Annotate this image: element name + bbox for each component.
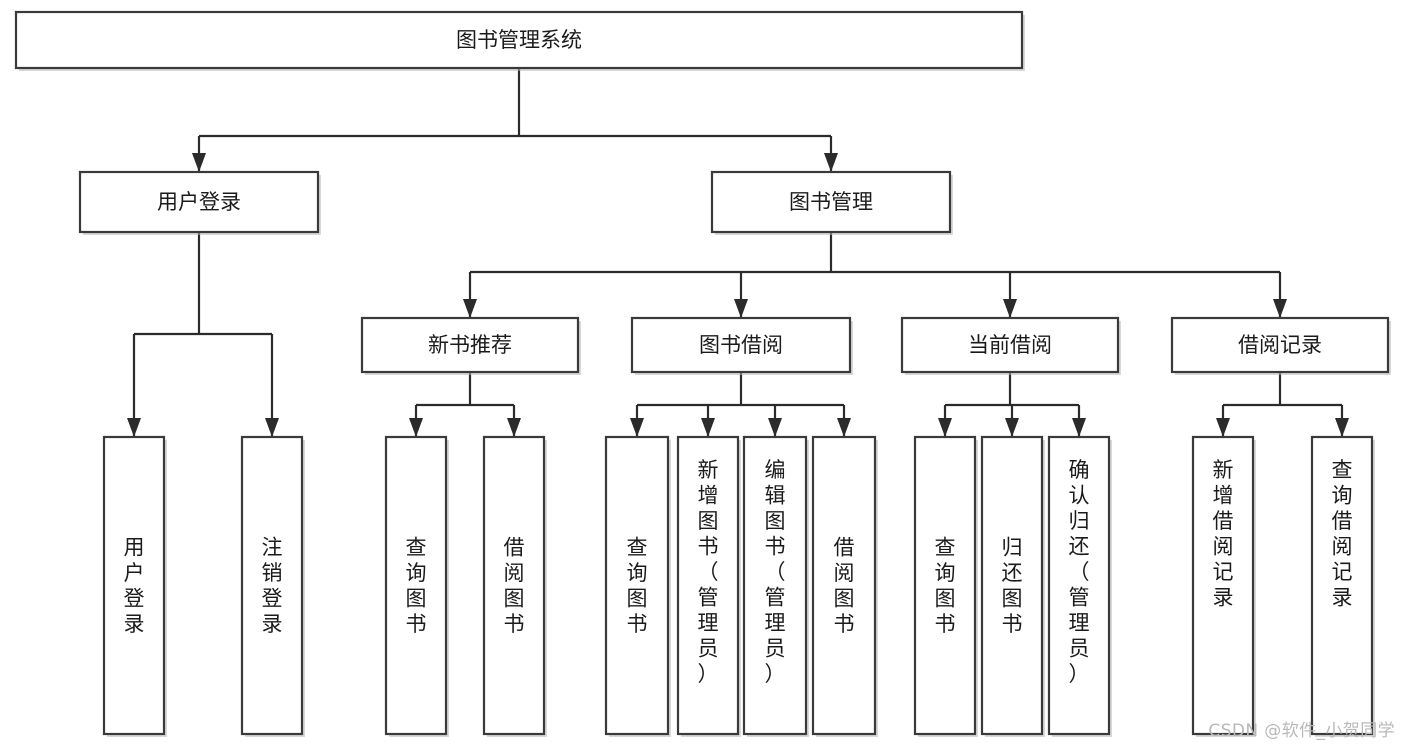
node-leaf-borrow-book-2[interactable]: 借阅图书	[811, 435, 878, 737]
connector-borrow-to-leaves	[630, 372, 851, 437]
node-label: 当前借阅	[968, 333, 1052, 357]
node-box[interactable]	[482, 435, 546, 736]
node-box[interactable]	[980, 435, 1044, 736]
node-leaf-add-book-admin[interactable]: 新增图书（管理员）	[676, 435, 741, 737]
node-label: 借阅图书	[504, 535, 525, 636]
node-box[interactable]	[1310, 435, 1374, 736]
node-leaf-user-login[interactable]: 用户登录	[102, 435, 167, 737]
node-leaf-borrow-book-1[interactable]: 借阅图书	[482, 435, 547, 737]
node-label: 查询图书	[406, 535, 427, 636]
node-leaf-query-borrow-record[interactable]: 查询借阅记录	[1310, 435, 1375, 737]
node-current-borrow[interactable]: 当前借阅	[900, 316, 1121, 375]
nodes-layer: 图书管理系统用户登录图书管理新书推荐图书借阅当前借阅借阅记录用户登录注销登录查询…	[14, 10, 1391, 737]
connector-recommend-to-leaves	[409, 372, 521, 437]
node-box[interactable]	[78, 170, 320, 234]
node-label: 图书借阅	[699, 333, 783, 357]
node-box[interactable]	[676, 435, 740, 736]
node-box[interactable]	[1170, 316, 1390, 374]
node-label: 借阅图书	[834, 535, 855, 636]
node-box[interactable]	[811, 435, 877, 736]
node-leaf-query-book-2[interactable]: 查询图书	[604, 435, 671, 737]
node-label: 归还图书	[1002, 535, 1023, 636]
node-box[interactable]	[900, 316, 1120, 374]
node-box[interactable]	[1191, 435, 1255, 736]
node-box[interactable]	[102, 435, 166, 736]
node-leaf-edit-book-admin[interactable]: 编辑图书（管理员）	[742, 435, 809, 737]
node-label: 注销登录	[262, 535, 283, 636]
node-box[interactable]	[384, 435, 448, 736]
node-label: 图书管理	[789, 190, 873, 214]
node-label: 借阅记录	[1238, 333, 1322, 357]
node-label: 图书管理系统	[456, 28, 582, 52]
node-leaf-query-book-1[interactable]: 查询图书	[384, 435, 449, 737]
edges-layer	[127, 68, 1349, 437]
node-leaf-confirm-return-admin[interactable]: 确认归还（管理员）	[1047, 435, 1112, 737]
node-label: 新增图书（管理员）	[698, 458, 719, 686]
node-box[interactable]	[710, 170, 952, 234]
node-label: 编辑图书（管理员）	[765, 458, 786, 686]
node-label: 用户登录	[157, 190, 241, 214]
node-leaf-query-book-3[interactable]: 查询图书	[913, 435, 978, 737]
node-label: 确认归还（管理员）	[1069, 458, 1090, 686]
node-label: 查询图书	[935, 535, 956, 636]
node-box[interactable]	[604, 435, 670, 736]
connector-bookmanage-to-level3	[463, 232, 1287, 318]
node-label: 查询借阅记录	[1332, 458, 1353, 610]
node-leaf-return-book[interactable]: 归还图书	[980, 435, 1045, 737]
node-book-borrow[interactable]: 图书借阅	[630, 316, 853, 375]
node-label: 新增借阅记录	[1213, 458, 1234, 610]
node-book-manage[interactable]: 图书管理	[710, 170, 953, 235]
connector-userlogin-to-leaves	[127, 232, 279, 437]
node-box[interactable]	[14, 10, 1024, 70]
node-leaf-add-borrow-record[interactable]: 新增借阅记录	[1191, 435, 1256, 737]
node-label: 查询图书	[627, 535, 648, 636]
node-root[interactable]: 图书管理系统	[14, 10, 1025, 71]
connector-record-to-leaves	[1216, 372, 1349, 437]
node-leaf-logout-login[interactable]: 注销登录	[240, 435, 305, 737]
node-label: 新书推荐	[428, 333, 512, 357]
connector-root-to-level2	[192, 68, 838, 172]
node-box[interactable]	[1047, 435, 1111, 736]
node-label: 用户登录	[124, 535, 145, 636]
watermark-text: CSDN @软件_小贺同学	[1208, 721, 1395, 741]
node-new-book-recommend[interactable]: 新书推荐	[360, 316, 581, 375]
node-borrow-record[interactable]: 借阅记录	[1170, 316, 1391, 375]
node-box[interactable]	[630, 316, 852, 374]
node-box[interactable]	[240, 435, 304, 736]
node-user-login[interactable]: 用户登录	[78, 170, 321, 235]
node-box[interactable]	[360, 316, 580, 374]
node-box[interactable]	[913, 435, 977, 736]
node-box[interactable]	[742, 435, 808, 736]
connector-current-to-leaves	[938, 372, 1086, 437]
